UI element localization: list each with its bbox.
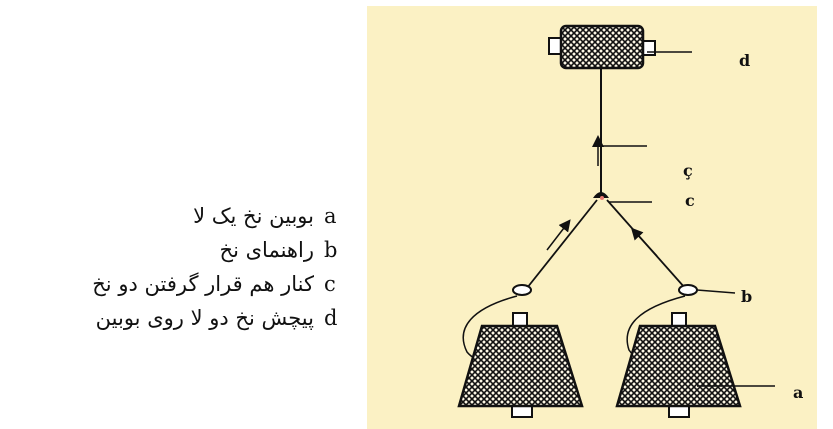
legend-text-a: بوبین نخ یک لا [193, 204, 314, 228]
diagram-panel: d ç c b [367, 6, 817, 429]
right-arrow [630, 227, 658, 257]
right-supply-bobbin [615, 312, 742, 418]
label-c: c [685, 191, 695, 210]
left-yarn [526, 199, 598, 289]
legend-item-a: بوبین نخ یک لا a [92, 200, 342, 232]
legend-text-b: راهنمای نخ [219, 238, 314, 262]
legend-key-d: d [324, 306, 338, 330]
twisting-diagram: d ç c b [457, 24, 803, 418]
legend-key-c: c [324, 272, 336, 296]
junction-highlight [600, 196, 604, 200]
legend: بوبین نخ یک لا a راهنمای نخ b کنار هم قر… [92, 200, 342, 334]
legend-item-d: پیچش نخ دو لا روی بوبین d [92, 302, 342, 334]
left-arrow [546, 219, 571, 251]
legend-item-b: راهنمای نخ b [92, 234, 342, 266]
left-supply-bobbin [457, 312, 584, 418]
right-yarn-guide [678, 284, 698, 296]
label-a: a [793, 383, 803, 402]
legend-key-a: a [324, 204, 337, 228]
label-b: b [741, 287, 752, 306]
legend-item-c: کنار هم قرار گرفتن دو نخ c [92, 268, 342, 300]
legend-text-c: کنار هم قرار گرفتن دو نخ [92, 272, 314, 296]
output-bobbin [548, 24, 656, 70]
label-e: ç [683, 161, 693, 180]
legend-key-b: b [324, 238, 338, 262]
left-yarn-guide [512, 284, 532, 296]
label-d: d [739, 51, 750, 70]
leader-line-b [696, 289, 736, 294]
junction-point [593, 192, 609, 198]
legend-text-d: پیچش نخ دو لا روی بوبین [95, 306, 314, 330]
